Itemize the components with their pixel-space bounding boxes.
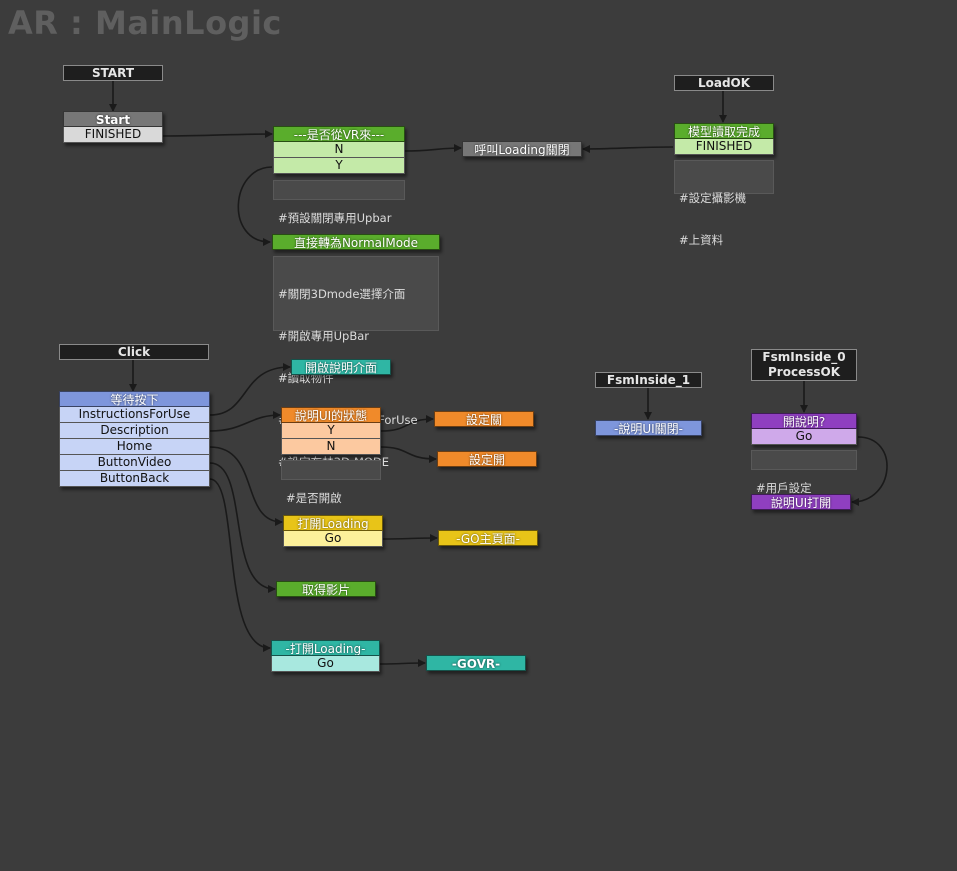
comment-explain: #用戶設定	[751, 450, 857, 495]
state-ui-state[interactable]: 說明UI的狀態 Y N	[281, 407, 381, 455]
state-get-video-title: 取得影片	[276, 581, 376, 597]
wire-wait-description	[209, 411, 281, 432]
state-normal-mode-title: 直接轉為NormalMode	[272, 234, 440, 250]
state-open-info[interactable]: 開啟說明介面	[291, 359, 391, 375]
state-start-title: Start	[63, 111, 163, 127]
state-open-explain-title: 開說明?	[751, 413, 857, 429]
transition-go[interactable]: Go	[283, 531, 383, 547]
state-normal-mode[interactable]: 直接轉為NormalMode	[272, 234, 440, 250]
event-fsminside-1[interactable]: FsmInside_1	[595, 372, 702, 388]
comment-line: #關閉3Dmode選擇介面	[278, 287, 406, 301]
graph-title: AR : MainLogic	[8, 4, 282, 42]
transition-n[interactable]: N	[281, 439, 381, 455]
transition-y[interactable]: Y	[281, 423, 381, 439]
state-from-vr[interactable]: ---是否從VR來--- N Y	[273, 126, 405, 174]
transition-instructionsforuse[interactable]: InstructionsForUse	[59, 407, 210, 423]
state-info-ui-open-title: 說明UI打開	[751, 494, 851, 510]
wire-openload2-go	[379, 659, 426, 668]
comment-normal: #關閉3Dmode選擇介面 #開啟專用UpBar #讀取物件 #關閉Instru…	[273, 256, 439, 469]
comment-uistate: #是否開啟	[281, 460, 381, 505]
comment-vr: #預設關閉專用Upbar	[273, 180, 405, 225]
transition-finished[interactable]: FINISHED	[674, 139, 774, 155]
state-open-info-title: 開啟說明介面	[291, 359, 391, 375]
wire-openload-go	[382, 534, 438, 543]
transition-finished[interactable]: FINISHED	[63, 127, 163, 143]
wire-explain-go	[851, 436, 888, 506]
state-open-loading-2[interactable]: -打開Loading- Go	[271, 640, 380, 672]
event-loadok[interactable]: LoadOK	[674, 75, 774, 91]
comment-line: #開啟專用UpBar	[278, 329, 370, 343]
state-set-open[interactable]: 設定開	[437, 451, 537, 467]
state-info-ui-close-title: -說明UI關閉-	[595, 420, 702, 436]
state-get-video[interactable]: 取得影片	[276, 581, 376, 597]
transition-go[interactable]: Go	[271, 656, 380, 672]
comment-line: #是否開啟	[286, 491, 342, 505]
state-open-loading[interactable]: 打開Loading Go	[283, 515, 383, 547]
state-model-loaded[interactable]: 模型讀取完成 FINISHED	[674, 123, 774, 155]
state-call-loading-close[interactable]: 呼叫Loading關閉	[462, 141, 582, 157]
transition-y[interactable]: Y	[273, 158, 405, 174]
comment-line: #設定攝影機	[679, 191, 747, 205]
transition-home[interactable]: Home	[59, 439, 210, 455]
state-open-explain[interactable]: 開說明? Go	[751, 413, 857, 445]
state-set-close[interactable]: 設定關	[434, 411, 534, 427]
state-go-vr[interactable]: -GOVR-	[426, 655, 526, 671]
wire-start-finished	[162, 130, 273, 139]
wire-wait-back	[209, 478, 271, 652]
state-open-loading-title: 打開Loading	[283, 515, 383, 531]
state-from-vr-title: ---是否從VR來---	[273, 126, 405, 142]
state-wait-press[interactable]: 等待按下 InstructionsForUse Description Home…	[59, 391, 210, 487]
event-fsminside-0-process: ProcessOK	[768, 365, 840, 379]
state-wait-press-title: 等待按下	[59, 391, 210, 407]
state-ui-state-title: 說明UI的狀態	[281, 407, 381, 423]
event-fsminside-0[interactable]: FsmInside_0 ProcessOK	[751, 349, 857, 381]
transition-n[interactable]: N	[273, 142, 405, 158]
wire-wait-home	[209, 446, 283, 526]
state-info-ui-close[interactable]: -說明UI關閉-	[595, 420, 702, 436]
transition-description[interactable]: Description	[59, 423, 210, 439]
state-set-open-title: 設定開	[437, 451, 537, 467]
state-go-vr-title: -GOVR-	[426, 655, 526, 671]
wire-vr-y	[237, 166, 273, 246]
state-model-loaded-title: 模型讀取完成	[674, 123, 774, 139]
state-go-main-title: -GO主頁面-	[438, 530, 538, 546]
wire-model-finished	[582, 144, 674, 153]
wire-wait-video	[209, 462, 276, 593]
state-call-loading-close-title: 呼叫Loading關閉	[462, 141, 582, 157]
event-fsminside-0-name: FsmInside_0	[762, 350, 846, 364]
transition-buttonback[interactable]: ButtonBack	[59, 471, 210, 487]
transition-go[interactable]: Go	[751, 429, 857, 445]
state-open-loading-2-title: -打開Loading-	[271, 640, 380, 656]
comment-line: #上資料	[679, 233, 724, 247]
event-click[interactable]: Click	[59, 344, 209, 360]
event-start[interactable]: START	[63, 65, 163, 81]
comment-line: #用戶設定	[756, 481, 812, 495]
comment-line: #預設關閉專用Upbar	[278, 211, 392, 225]
state-start[interactable]: Start FINISHED	[63, 111, 163, 143]
transition-buttonvideo[interactable]: ButtonVideo	[59, 455, 210, 471]
state-go-main[interactable]: -GO主頁面-	[438, 530, 538, 546]
comment-model: #設定攝影機 #上資料	[674, 160, 774, 247]
wire-vr-n	[404, 144, 462, 153]
state-set-close-title: 設定關	[434, 411, 534, 427]
state-info-ui-open[interactable]: 說明UI打開	[751, 494, 851, 510]
